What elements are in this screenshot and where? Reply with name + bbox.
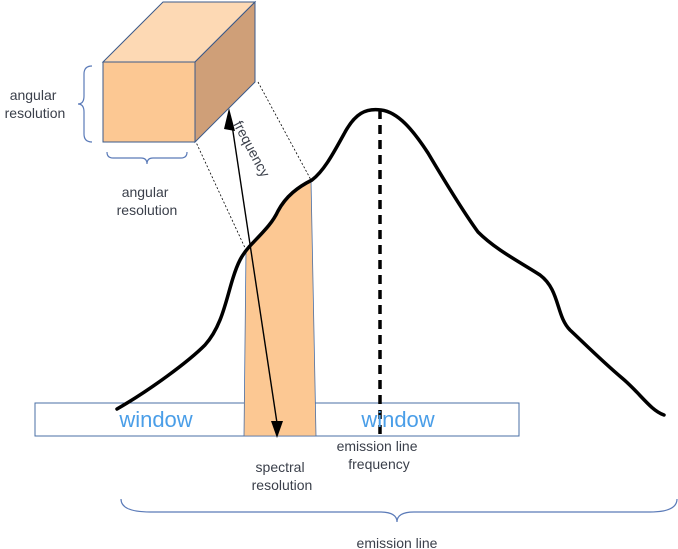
emission-line-curve (115, 107, 666, 417)
spectral-cube (101, 0, 257, 144)
projection-line-left (194, 139, 247, 251)
spectral-resolution-label: spectral resolution (252, 459, 313, 493)
frequency-arrow-head-top (224, 108, 235, 131)
emission-line-frequency-label: emission line frequency (337, 438, 422, 472)
frequency-label: frequency (230, 118, 273, 180)
emission-line-brace (120, 498, 678, 523)
frequency-arrow-shaft (231, 124, 278, 424)
emission-line-label: emission line (357, 535, 438, 549)
window-label-right: window (360, 407, 434, 432)
cube-front-face (102, 61, 196, 143)
angular-resolution-label-left: angular resolution (5, 87, 66, 121)
spectral-band (243, 179, 317, 437)
angular-resolution-label-bottom: angular resolution (117, 184, 178, 218)
projection-line-right (257, 81, 312, 181)
angular-resolution-brace-left (77, 65, 93, 143)
window-label-left: window (118, 407, 192, 432)
angular-resolution-brace-bottom (106, 151, 188, 165)
frequency-arrow-head-bottom (271, 421, 283, 438)
